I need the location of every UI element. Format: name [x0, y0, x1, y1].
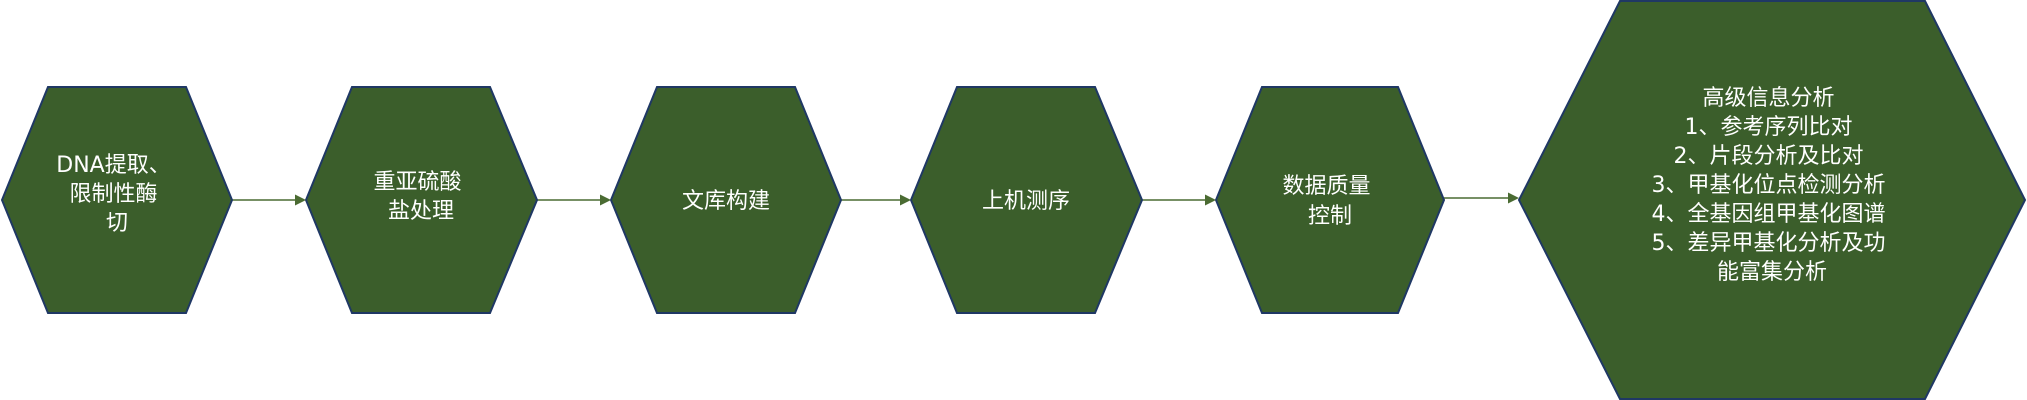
arrow-step-5-to-step-6: [1444, 192, 1519, 204]
hexagon-shape: [609, 86, 843, 314]
arrow-step-1-to-step-2: [232, 194, 306, 206]
step-label: 高级信息分析 1、参考序列比对 2、片段分析及比对 3、甲基化位点检测分析 4、…: [1652, 86, 1893, 285]
step-data-quality-control: 数据质量 控制: [1214, 86, 1446, 314]
step-advanced-analysis: 高级信息分析 1、参考序列比对 2、片段分析及比对 3、甲基化位点检测分析 4、…: [1517, 0, 2027, 400]
hexagon-shape: [0, 86, 234, 314]
step-label: 文库构建: [682, 189, 770, 214]
step-label: 数据质量 控制: [1282, 174, 1377, 229]
step-label: 重亚硫酸 盐处理: [373, 170, 468, 224]
arrow-step-4-to-step-5: [1142, 194, 1216, 206]
hexagon-shape: [304, 86, 539, 314]
step-dna-extraction: DNA提取、 限制性酶 切: [0, 86, 234, 314]
hexagon-shape: [1517, 0, 2027, 400]
flow-arrows: [232, 192, 1519, 206]
hexagon-shape: [909, 86, 1144, 314]
arrow-step-2-to-step-3: [537, 194, 611, 206]
arrow-step-3-to-step-4: [841, 194, 911, 206]
step-bisulfite-treatment: 重亚硫酸 盐处理: [304, 86, 539, 314]
step-label: DNA提取、 限制性酶 切: [56, 153, 177, 236]
step-sequencing: 上机测序: [909, 86, 1144, 314]
step-library-construction: 文库构建: [609, 86, 843, 314]
step-label: 上机测序: [982, 189, 1070, 214]
hexagon-shape: [1214, 86, 1446, 314]
